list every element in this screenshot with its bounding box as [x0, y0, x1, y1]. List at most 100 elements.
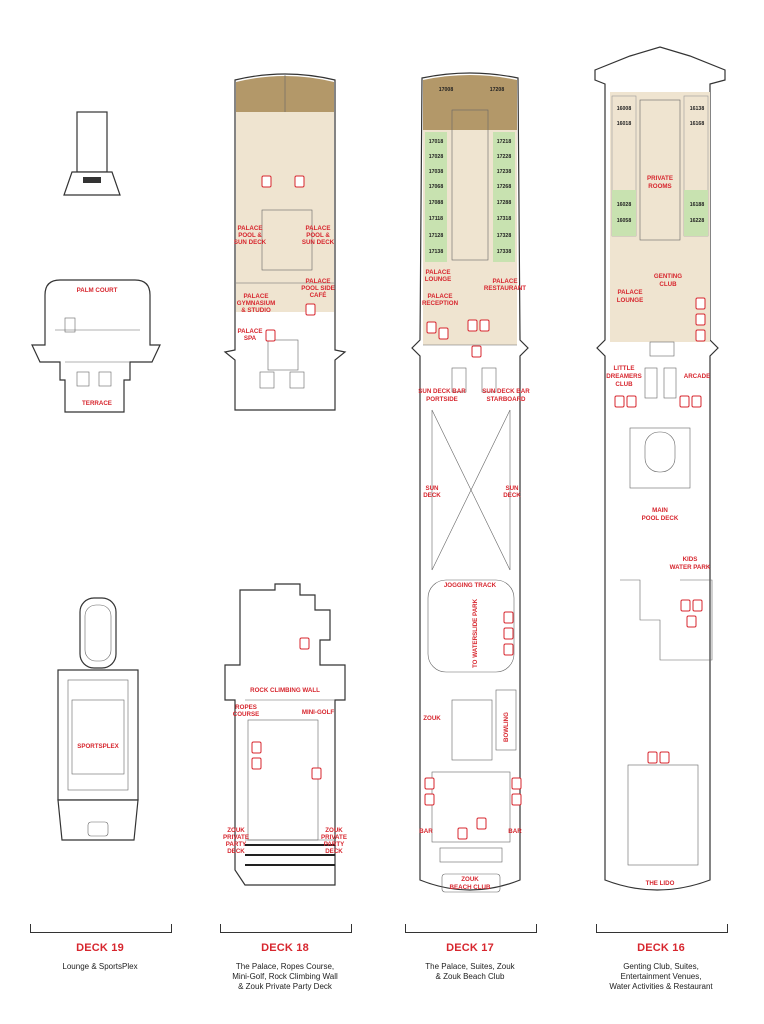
cabin-16018: 16018 [617, 121, 632, 127]
deck-19-palm-court-hull [31, 279, 161, 413]
label-cafe-2: POOL SIDE [301, 285, 335, 292]
label-main-pool-2: POOL DECK [642, 515, 679, 522]
cabin-17318: 17318 [497, 216, 512, 222]
deck-18-desc-line-2: Mini-Golf, Rock Climbing Wall [232, 972, 338, 981]
label-ropes-2: COURSE [233, 711, 259, 718]
cabin-17218: 17218 [497, 139, 512, 145]
deck-19-title: DECK 19 [76, 942, 124, 954]
label-kids-water-1: KIDS [683, 556, 698, 563]
label-sun-deck-left-2: DECK [423, 492, 441, 499]
label-sun-deck-right-1: SUN [505, 485, 519, 492]
cabin-17088: 17088 [429, 200, 444, 206]
label-palace-pool-right-1: PALACE [306, 225, 331, 232]
label-palace-pool-left-1: PALACE [238, 225, 263, 232]
label-bowling: BOWLING [503, 712, 510, 742]
label-zouk-right-1: ZOUK [325, 827, 343, 834]
label-waterslide-park: TO WATERSLIDE PARK [472, 598, 479, 668]
label-bar-left: BAR [419, 828, 433, 835]
cabin-16168: 16168 [690, 121, 705, 127]
cabin-16058: 16058 [617, 218, 632, 224]
label-zouk-right-3: PARTY [324, 841, 345, 848]
label-sunbar-star-2: STARBOARD [486, 396, 526, 403]
label-sunbar-star-1: SUN DECK BAR [482, 388, 530, 395]
label-sunbar-port-1: SUN DECK BAR [418, 388, 466, 395]
cabin-17028: 17028 [429, 154, 444, 160]
label-palace-lounge-1: PALACE [426, 269, 451, 276]
label-palace-pool-left-2: POOL & [238, 232, 262, 239]
label-spa-1: PALACE [238, 328, 263, 335]
restroom-icons-17b [503, 611, 514, 656]
label-palace-lounge-16-2: LOUNGE [617, 297, 643, 304]
cabin-17238: 17238 [497, 169, 512, 175]
kids-water-park-outline [620, 579, 713, 661]
deck-16-bracket [596, 924, 728, 933]
label-zouk-left-3: PARTY [226, 841, 247, 848]
deck-19-pool [79, 597, 117, 669]
cabin-17008: 17008 [439, 87, 454, 93]
cabin-17128: 17128 [429, 233, 444, 239]
label-palace-pool-right-2: POOL & [306, 232, 330, 239]
label-jogging-track: JOGGING TRACK [444, 582, 497, 589]
deck-19-stern [57, 799, 139, 841]
deck-17-title: DECK 17 [446, 942, 494, 954]
cabin-16008: 16008 [617, 106, 632, 112]
deck-19-plan: PALM COURT TERRACE SPORTSPLEX [31, 111, 161, 841]
deck-18-title: DECK 18 [261, 942, 309, 954]
deck-19-sportsplex-hull [57, 669, 139, 801]
label-terrace: TERRACE [82, 400, 112, 407]
label-palace-reception-2: RECEPTION [422, 300, 459, 307]
deck-16-cabins-right: 16138 16168 16188 16228 [690, 106, 705, 224]
deck-19-bracket [30, 924, 172, 933]
cabin-17228: 17228 [497, 154, 512, 160]
label-rock-climbing: ROCK CLIMBING WALL [250, 687, 320, 694]
deck-16-desc-line-1: Genting Club, Suites, [623, 962, 699, 971]
cabin-17018: 17018 [429, 139, 444, 145]
deck-17-desc-line-2: & Zouk Beach Club [435, 972, 505, 981]
deck-19-desc-line-1: Lounge & SportsPlex [62, 962, 138, 971]
cabin-17208: 17208 [490, 87, 505, 93]
restroom-icons-16c [647, 599, 703, 764]
label-palace-lounge-16-1: PALACE [618, 289, 643, 296]
deck-16-desc-line-2: Entertainment Venues, [620, 972, 702, 981]
label-palace-restaurant-1: PALACE [493, 278, 518, 285]
deck-17-desc: The Palace, Suites, Zouk & Zouk Beach Cl… [400, 962, 540, 982]
cabin-17268: 17268 [497, 184, 512, 190]
label-spa-2: SPA [244, 335, 257, 342]
deck-17-cabins-right: 17218 17228 17238 17268 17288 17318 1732… [497, 139, 512, 255]
label-arcade: ARCADE [684, 373, 710, 380]
label-beach-club-1: ZOUK [461, 876, 479, 883]
cabin-17328: 17328 [497, 233, 512, 239]
deck-18-plan: PALACE POOL & SUN DECK PALACE POOL & SUN… [223, 73, 347, 886]
main-pool [644, 431, 676, 473]
deck-16-desc-line-3: Water Activities & Restaurant [609, 982, 713, 991]
cabin-17038: 17038 [429, 169, 444, 175]
label-sportsplex: SPORTSPLEX [77, 743, 119, 750]
main-pool-frame [629, 427, 691, 489]
deck-17-desc-line-1: The Palace, Suites, Zouk [425, 962, 515, 971]
restroom-icons-16b [614, 395, 702, 408]
label-private-rooms-1: PRIVATE [647, 175, 673, 182]
jogging-track-outline [427, 579, 515, 673]
restroom-icons-18a [261, 175, 316, 342]
deck-18-lower-hull [224, 583, 346, 886]
label-sun-deck-right-2: DECK [503, 492, 521, 499]
restroom-icons-17a [426, 319, 490, 358]
label-beach-club-2: BEACH CLUB [450, 884, 491, 891]
label-sunbar-port-2: PORTSIDE [426, 396, 458, 403]
deck-17-bow-wood [423, 75, 517, 130]
label-palace-restaurant-2: RESTAURANT [484, 285, 526, 292]
label-palace-pool-left-3: SUN DECK [234, 239, 267, 246]
label-palm-court: PALM COURT [77, 287, 118, 294]
deck-16-title: DECK 16 [637, 942, 685, 954]
label-zouk-left-4: DECK [227, 848, 245, 855]
label-little-dreamers-3: CLUB [615, 381, 633, 388]
cabin-17118: 17118 [429, 216, 443, 222]
deck-16-plan: 16008 16018 16028 16058 16138 16168 1618… [594, 46, 726, 891]
restroom-icons-16a [695, 297, 706, 342]
cabin-16138: 16138 [690, 106, 705, 112]
cabin-16028: 16028 [617, 202, 632, 208]
label-zouk: ZOUK [423, 715, 441, 722]
cabin-17068: 17068 [429, 184, 444, 190]
label-kids-water-2: WATER PARK [670, 564, 711, 571]
